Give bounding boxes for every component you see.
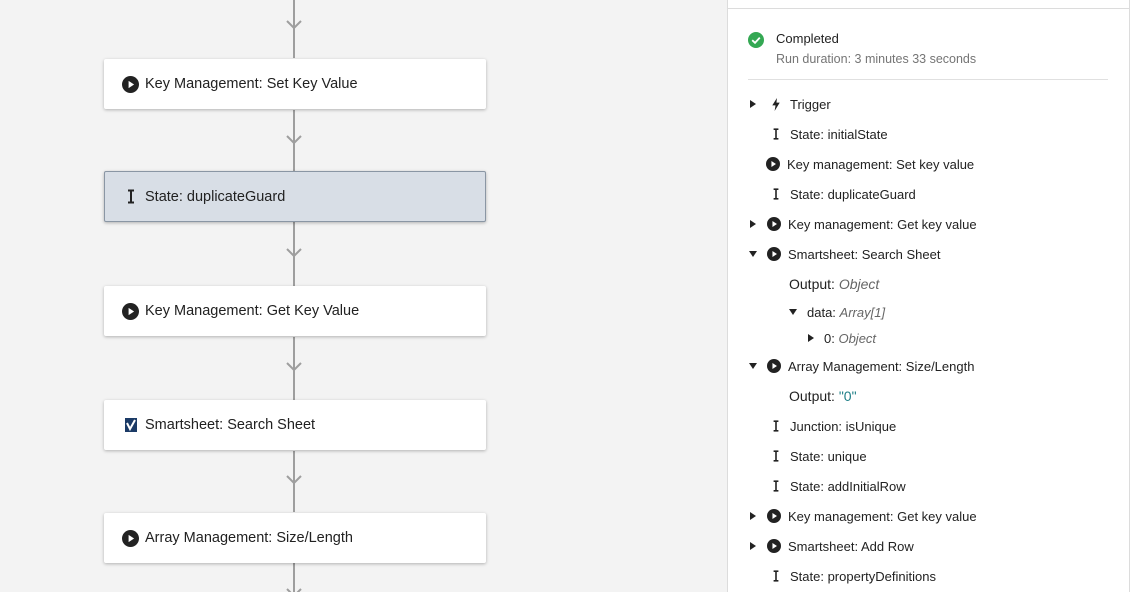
play-circle-icon	[122, 302, 139, 320]
check-circle-icon	[748, 32, 764, 48]
play-circle-icon	[122, 75, 139, 93]
connector-line	[293, 222, 295, 286]
tree-item-set-key[interactable]: Key management: Set key value	[766, 152, 974, 176]
tree-item-label: Key management: Set key value	[787, 156, 975, 172]
step-card-get-key-value[interactable]: Key Management: Get Key Value	[104, 286, 486, 336]
output-type: Object	[838, 276, 880, 292]
tree-item-add-row[interactable]: Smartsheet: Add Row	[748, 534, 914, 558]
caret-right-icon[interactable]	[806, 333, 816, 343]
tree-item-0[interactable]: 0: Object	[806, 326, 876, 350]
smartsheet-icon	[122, 417, 139, 434]
state-icon	[769, 569, 783, 583]
step-label: Key Management: Get Key Value	[145, 303, 360, 319]
tree-item-trigger[interactable]: Trigger	[748, 92, 831, 116]
state-icon	[769, 479, 783, 493]
run-duration: Run duration: 3 minutes 33 seconds	[776, 52, 977, 66]
play-circle-icon	[767, 217, 781, 231]
step-card-search-sheet[interactable]: Smartsheet: Search Sheet	[104, 400, 486, 450]
run-status-label: Completed	[776, 31, 839, 46]
play-circle-icon	[767, 359, 781, 373]
tree-item-label: State: unique	[790, 448, 867, 464]
run-details-panel: Completed Run duration: 3 minutes 33 sec…	[727, 0, 1136, 592]
step-card-duplicate-guard[interactable]: State: duplicateGuard	[104, 171, 486, 222]
step-card-set-key-value[interactable]: Key Management: Set Key Value	[104, 59, 486, 109]
item-key: 0:	[824, 330, 835, 346]
tree-item-label: Smartsheet: Add Row	[788, 538, 914, 554]
caret-right-icon[interactable]	[748, 219, 758, 229]
connector-arrow-icon	[286, 362, 302, 372]
data-key: data:	[807, 304, 836, 320]
caret-down-icon[interactable]	[788, 307, 798, 317]
connector-arrow-icon	[286, 248, 302, 258]
state-icon	[769, 127, 783, 141]
connector-arrow-icon	[286, 588, 302, 592]
tree-item-data[interactable]: data: Array[1]	[788, 300, 885, 324]
tree-item-label: Array Management: Size/Length	[788, 358, 975, 374]
bolt-icon	[769, 97, 783, 111]
tree-item-search-sheet[interactable]: Smartsheet: Search Sheet	[748, 242, 940, 266]
play-circle-icon	[767, 247, 781, 261]
state-icon	[769, 449, 783, 463]
play-circle-icon	[766, 157, 780, 171]
output-label: Output:	[789, 276, 835, 292]
output-label: Output:	[789, 388, 835, 404]
connector-arrow-icon	[286, 475, 302, 485]
tree-item-label: Smartsheet: Search Sheet	[788, 246, 941, 262]
step-label: Smartsheet: Search Sheet	[145, 417, 316, 433]
step-label: Key Management: Set Key Value	[145, 76, 358, 92]
step-card-array-size[interactable]: Array Management: Size/Length	[104, 513, 486, 563]
tree-item-label: State: propertyDefinitions	[790, 568, 936, 584]
tree-item-duplicate-guard[interactable]: State: duplicateGuard	[769, 182, 916, 206]
connector-line	[293, 110, 295, 171]
connector-line	[293, 563, 295, 592]
tree-item-get-key-1[interactable]: Key management: Get key value	[748, 212, 977, 236]
caret-right-icon[interactable]	[748, 511, 758, 521]
divider	[748, 79, 1108, 80]
tree-item-unique[interactable]: State: unique	[769, 444, 867, 468]
play-circle-icon	[767, 509, 781, 523]
play-circle-icon	[122, 529, 139, 547]
step-label: State: duplicateGuard	[145, 188, 286, 205]
tree-item-label: Trigger	[790, 96, 831, 112]
connector-arrow-icon	[286, 135, 302, 145]
search-output: Output: Object	[789, 272, 879, 296]
panel-border	[1129, 0, 1130, 592]
state-icon	[769, 419, 783, 433]
tree-item-junction[interactable]: Junction: isUnique	[769, 414, 896, 438]
connector-line	[293, 451, 295, 512]
play-circle-icon	[767, 539, 781, 553]
tree-item-array-size[interactable]: Array Management: Size/Length	[748, 354, 974, 378]
tree-item-label: Junction: isUnique	[790, 418, 897, 434]
connector-line	[293, 337, 295, 400]
caret-right-icon[interactable]	[748, 541, 758, 551]
data-type: Array[1]	[839, 304, 886, 320]
tree-item-initial-state[interactable]: State: initialState	[769, 122, 888, 146]
panel-header-divider	[728, 0, 1129, 9]
tree-item-label: State: initialState	[790, 126, 888, 142]
workflow-canvas[interactable]: Key Management: Set Key Value State: dup…	[0, 0, 727, 592]
step-label: Array Management: Size/Length	[145, 530, 353, 546]
tree-item-get-key-2[interactable]: Key management: Get key value	[748, 504, 977, 528]
state-icon	[769, 187, 783, 201]
size-output: Output: "0"	[789, 384, 857, 408]
tree-item-property-definitions[interactable]: State: propertyDefinitions	[769, 564, 936, 588]
output-value: "0"	[838, 388, 857, 404]
tree-item-add-initial-row[interactable]: State: addInitialRow	[769, 474, 906, 498]
tree-item-label: Key management: Get key value	[788, 508, 977, 524]
connector-arrow-icon	[286, 20, 302, 30]
tree-item-label: State: addInitialRow	[790, 478, 906, 494]
caret-down-icon[interactable]	[748, 361, 758, 371]
caret-down-icon[interactable]	[748, 249, 758, 259]
caret-right-icon[interactable]	[748, 99, 758, 109]
item-type: Object	[838, 330, 877, 346]
state-icon	[122, 188, 139, 205]
tree-item-label: State: duplicateGuard	[790, 186, 916, 202]
tree-item-label: Key management: Get key value	[788, 216, 977, 232]
